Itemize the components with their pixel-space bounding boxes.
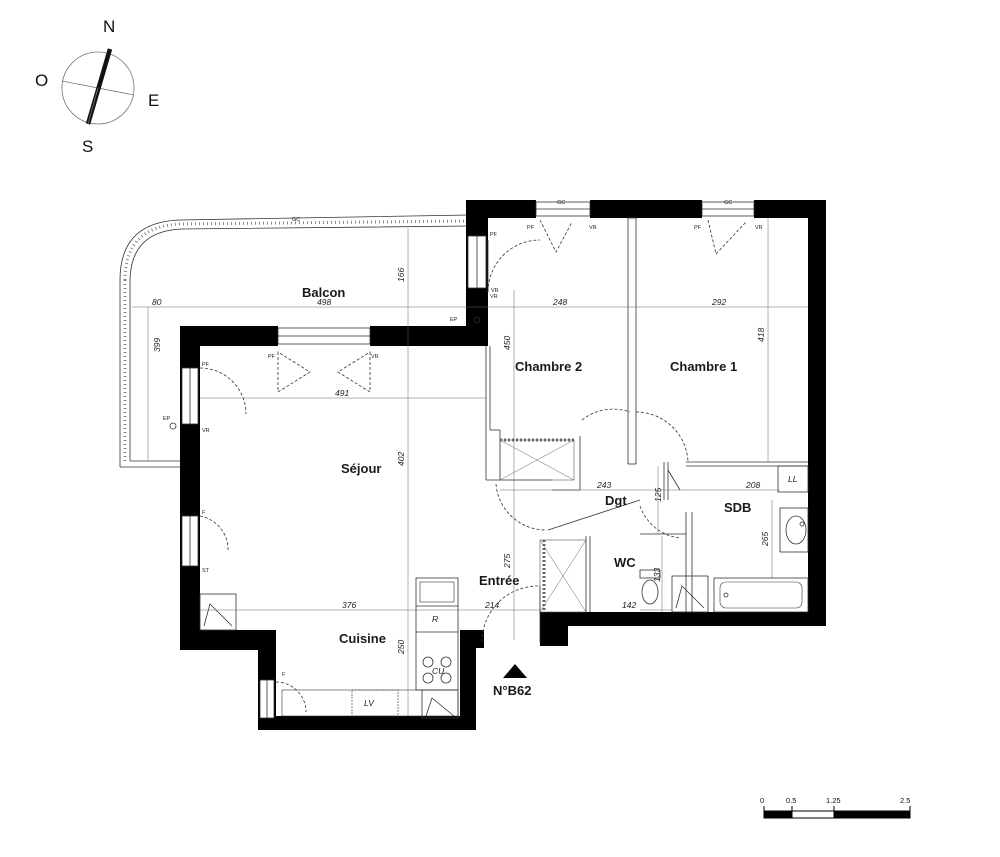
label-pf-ch1: PF — [694, 225, 702, 231]
dim-chambre2-depth: 450 — [502, 336, 512, 350]
dimension-lines — [132, 218, 808, 716]
room-wc: WC — [614, 555, 636, 570]
label-ll: LL — [788, 474, 798, 484]
fixtures — [169, 316, 809, 719]
dim-entree-width: 214 — [484, 600, 499, 610]
dim-sejour-width: 491 — [335, 388, 349, 398]
label-ep-balcon: EP — [450, 317, 458, 323]
scale-tick-25: 2.5 — [900, 796, 910, 805]
entry-marker: N°B62 — [493, 664, 531, 698]
room-cuisine: Cuisine — [339, 631, 386, 646]
scale-tick-125: 1.25 — [826, 796, 841, 805]
compass-west-label: O — [35, 71, 48, 90]
label-vr-sejour: VR — [371, 354, 379, 360]
room-sdb: SDB — [724, 500, 751, 515]
label-cu: CU — [432, 666, 445, 676]
label-pf-west: PF — [202, 362, 210, 368]
room-sejour: Séjour — [341, 461, 381, 476]
dim-balcon-left: 80 — [152, 297, 162, 307]
dim-dgt-depth: 125 — [653, 488, 663, 502]
label-pf-ch2: PF — [527, 225, 535, 231]
label-vr-ch2: VR — [589, 225, 597, 231]
dim-balcon-width: 498 — [317, 297, 331, 307]
dim-wc-width: 142 — [622, 600, 636, 610]
dim-cuisine-depth: 250 — [396, 640, 406, 655]
label-gc-balcon: GC — [292, 217, 300, 223]
doors — [199, 219, 747, 713]
label-gc-ch2: GC — [557, 200, 565, 206]
fixture-annotations: GC GC GC PF VR PF VR PF VR PF VR EP EP P… — [163, 200, 798, 708]
unit-number: N°B62 — [493, 683, 531, 698]
label-f-west: F — [202, 510, 206, 516]
label-vr-chambre2-w: VR — [491, 288, 499, 294]
dim-chambre2-width: 248 — [552, 297, 567, 307]
label-f-kitchen: F — [282, 672, 286, 678]
label-ep-side: EP — [163, 416, 171, 422]
scale-bar: 0 0.5 1.25 2.5 — [760, 796, 911, 819]
compass-south-label: S — [82, 137, 93, 156]
room-labels: Balcon Chambre 2 Chambre 1 Séjour Dgt SD… — [302, 285, 751, 646]
dim-chambre1-depth: 418 — [756, 328, 766, 342]
label-vr-ch1: VR — [755, 225, 763, 231]
label-pf-sejour: PF — [268, 354, 276, 360]
dim-dgt-width: 243 — [596, 480, 611, 490]
room-dgt: Dgt — [605, 493, 627, 508]
dim-wc-depth: 133 — [652, 568, 662, 582]
compass-north-label: N — [103, 17, 115, 36]
partitions — [485, 217, 809, 613]
room-balcon: Balcon — [302, 285, 345, 300]
dim-sejour-depth: 402 — [396, 452, 406, 466]
dim-sdb-width: 208 — [745, 480, 760, 490]
dim-balcon-depth: 166 — [396, 268, 406, 282]
dim-cuisine-width: 376 — [342, 600, 356, 610]
dim-balcon-side: 399 — [152, 338, 162, 352]
scale-tick-0: 0 — [760, 796, 764, 805]
compass-east-label: E — [148, 91, 159, 110]
walls — [180, 200, 826, 730]
room-chambre1: Chambre 1 — [670, 359, 737, 374]
label-vr-balcony-door: VR — [490, 294, 498, 300]
balcony-railing — [119, 214, 471, 468]
label-lv: LV — [364, 698, 375, 708]
label-st-west: ST — [202, 568, 210, 574]
scale-tick-05: 0.5 — [786, 796, 796, 805]
compass: N O E S — [35, 17, 159, 156]
label-r: R — [432, 614, 438, 624]
dim-entree-depth: 275 — [502, 554, 512, 569]
dimension-labels: 80 498 166 399 248 292 491 402 450 418 2… — [152, 268, 770, 655]
dim-chambre1-width: 292 — [711, 297, 726, 307]
label-vr-west: VR — [202, 428, 210, 434]
room-entree: Entrée — [479, 573, 519, 588]
windows — [181, 201, 755, 719]
room-chambre2: Chambre 2 — [515, 359, 582, 374]
label-pf-balcony-door: PF — [490, 232, 498, 238]
label-gc-ch1: GC — [724, 200, 732, 206]
dim-sdb-depth: 265 — [760, 532, 770, 547]
